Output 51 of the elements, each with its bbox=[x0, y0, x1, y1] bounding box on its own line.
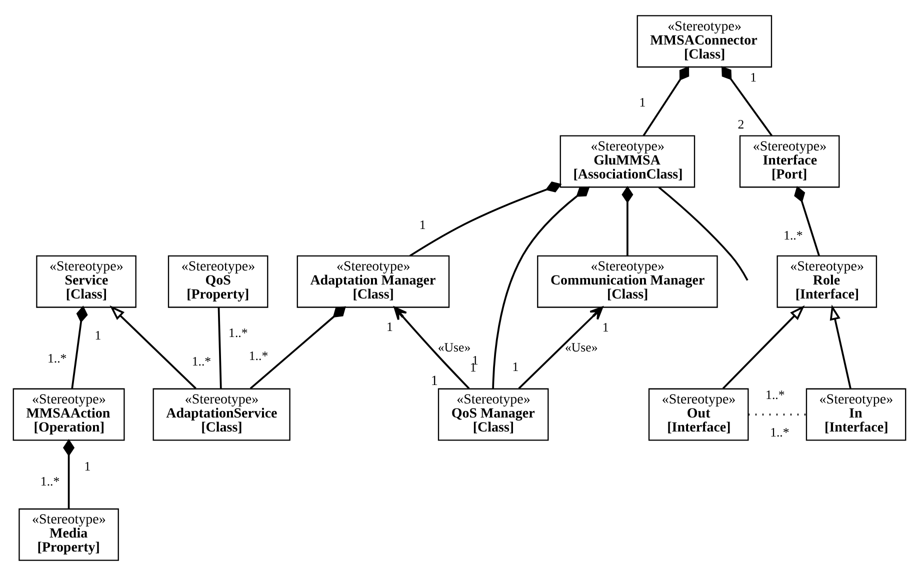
arrow bbox=[830, 304, 852, 388]
label: 1 bbox=[750, 70, 757, 84]
node-box: «Stereotype» GluMMSA [AssociationClass] bbox=[560, 134, 696, 188]
node-box: «Stereotype» Service [Class] bbox=[36, 254, 136, 308]
node-box: «Stereotype» MMSAConnector [Class] bbox=[636, 14, 772, 68]
node-box: «Stereotype» AdaptationService [Class] bbox=[152, 388, 290, 440]
label: 1..* bbox=[192, 354, 212, 368]
arrow bbox=[722, 304, 805, 389]
label: 1 bbox=[512, 360, 519, 374]
label: 1..* bbox=[40, 474, 60, 488]
label: 1..* bbox=[248, 348, 268, 363]
label: 1 bbox=[639, 94, 646, 109]
arrow bbox=[110, 304, 196, 389]
connector bbox=[794, 186, 820, 256]
label: 1 bbox=[386, 320, 393, 334]
connector bbox=[409, 181, 562, 256]
node-label: 1 bbox=[430, 373, 438, 388]
label: 1..* bbox=[784, 228, 803, 242]
connector bbox=[722, 66, 773, 136]
node-box: «Stereotype» QoS Manager [Class] bbox=[438, 388, 549, 440]
label: 1..* bbox=[228, 325, 248, 340]
label: 1 bbox=[602, 320, 609, 334]
connector bbox=[658, 186, 748, 280]
node-box: «Stereotype» Role [Interface] bbox=[776, 254, 878, 308]
label: 1..* bbox=[48, 351, 67, 366]
node-box: «Stereotype» QoS [Property] bbox=[168, 254, 268, 308]
connector bbox=[492, 186, 590, 388]
node-box: «Stereotype» In [Interface] bbox=[806, 388, 906, 440]
edge-label: «Use» bbox=[565, 340, 598, 354]
connector bbox=[642, 66, 690, 136]
label: 1 bbox=[84, 459, 91, 474]
node-box: «Stereotype» Out [Interface] bbox=[648, 388, 749, 440]
edge-label: «Use» bbox=[438, 340, 471, 354]
connector bbox=[218, 306, 222, 388]
node-box: «Stereotype» Communication Manager [Class] bbox=[537, 254, 718, 308]
node-box: «Stereotype» MMSAAction [Operation] bbox=[12, 388, 125, 440]
arrow bbox=[394, 306, 470, 389]
label: 1..* bbox=[770, 425, 790, 440]
node-box: «Stereotype» Interface [Port] bbox=[739, 134, 840, 188]
label: 1 bbox=[419, 217, 426, 232]
connector bbox=[622, 185, 634, 256]
label: 1..* bbox=[766, 388, 785, 402]
arrow bbox=[518, 306, 604, 389]
connector bbox=[71, 305, 88, 388]
label: 2 bbox=[738, 116, 744, 131]
connector bbox=[748, 413, 806, 415]
node-box: «Stereotype» Media [Property] bbox=[18, 508, 119, 560]
node-box: «Stereotype» Adaptation Manager [Class] bbox=[296, 254, 450, 308]
connector bbox=[250, 306, 346, 389]
connector bbox=[63, 438, 75, 508]
label: 1 bbox=[94, 328, 102, 342]
